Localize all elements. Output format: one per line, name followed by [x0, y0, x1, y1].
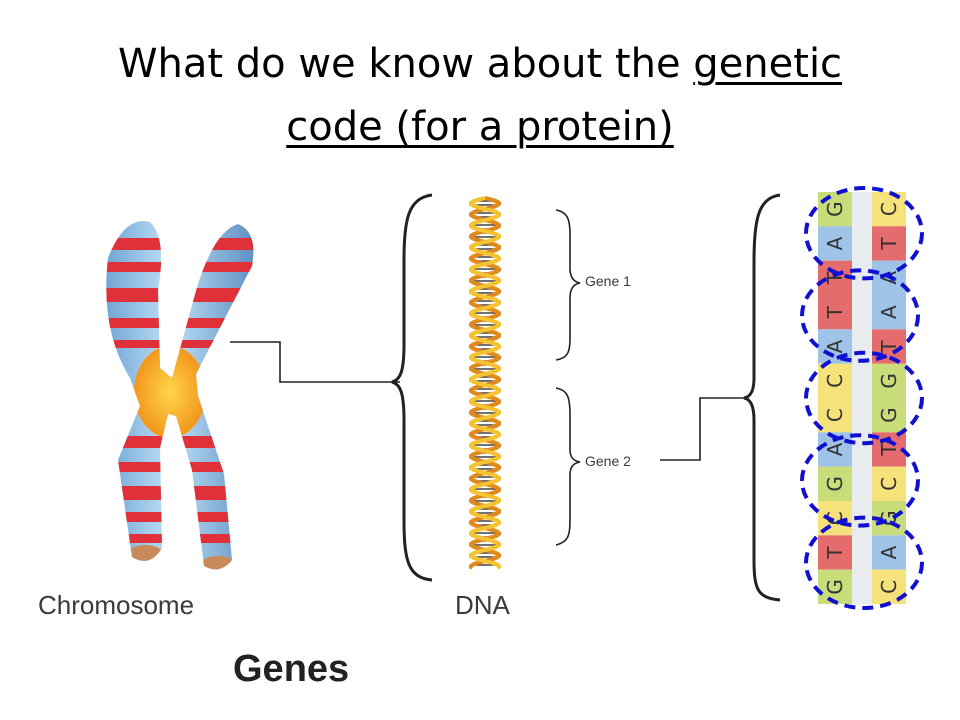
left-strand-base-cell: [818, 569, 852, 604]
left-strand-base-letter: T: [823, 546, 847, 560]
right-strand-base-cell: [872, 192, 906, 227]
left-strand-base-letter: G: [823, 579, 847, 595]
connector-chromosome-dna: [230, 341, 400, 383]
left-strand-base-letter: A: [823, 442, 847, 456]
right-strand-base-letter: C: [877, 202, 901, 216]
brace-gene-2: [555, 387, 581, 546]
codon-circle: [800, 433, 920, 528]
title-underlined-code: code (for a protein): [286, 104, 674, 150]
left-strand-base-letter: A: [823, 339, 847, 353]
gene-1-label: Gene 1: [585, 273, 631, 289]
right-strand-base-letter: T: [877, 237, 901, 251]
slide-title-line-2: code (for a protein): [0, 101, 960, 153]
left-strand-base-letter: C: [823, 374, 847, 388]
right-strand-base-cell: [872, 295, 906, 330]
brace-dna: [391, 193, 433, 582]
brace-gene-1: [555, 209, 581, 361]
left-strand-base-letter: A: [823, 236, 847, 250]
codon-circle: [804, 186, 924, 281]
right-strand-base-letter: A: [877, 545, 901, 559]
right-strand-base-letter: C: [877, 477, 901, 491]
left-strand-base-cell: [818, 192, 852, 227]
right-strand-base-letter: T: [877, 443, 901, 457]
title-underlined-genetic: genetic: [693, 41, 843, 87]
right-strand-base-letter: G: [877, 373, 901, 389]
gene-2-label: Gene 2: [585, 453, 631, 469]
left-strand-base-letter: G: [823, 201, 847, 217]
right-strand-base-letter: C: [877, 580, 901, 594]
connector-gene2-sequence: [660, 397, 748, 461]
right-strand-base-cell: [872, 535, 906, 570]
left-strand-base-cell: [818, 535, 852, 570]
dna-label: DNA: [455, 590, 510, 620]
left-strand-base-letter: G: [823, 476, 847, 492]
left-strand-base-letter: T: [823, 305, 847, 319]
dna-double-helix: [469, 195, 501, 570]
helix-strand-yellow: [469, 195, 501, 570]
left-strand-base-cell: [818, 226, 852, 261]
right-strand-base-letter: G: [877, 407, 901, 423]
right-strand-base-cell: [872, 398, 906, 433]
left-strand-base-cell: [818, 363, 852, 398]
codon-circle: [804, 350, 924, 446]
left-strand-base-letter: C: [823, 408, 847, 422]
brace-sequence: [743, 193, 781, 602]
sequence-backbone: [852, 192, 872, 604]
codon-circles: [800, 186, 924, 610]
right-strand-base-letter: A: [877, 305, 901, 319]
title-plain-text: What do we know about the: [117, 41, 694, 87]
genes-label: Genes: [233, 648, 350, 690]
left-strand-base-cell: [818, 398, 852, 433]
right-strand-base-cell: [872, 226, 906, 261]
right-strand-base-cell: [872, 363, 906, 398]
chromosome-label: Chromosome: [38, 590, 195, 620]
left-strand-base-cell: [818, 466, 852, 501]
codon-circle: [804, 515, 924, 610]
codon-circle: [800, 268, 920, 363]
left-strand-base-cell: [818, 295, 852, 330]
chromosome-illustration: [106, 221, 254, 570]
right-strand-base-cell: [872, 466, 906, 501]
slide-title-line-1: What do we know about the genetic: [0, 38, 960, 90]
